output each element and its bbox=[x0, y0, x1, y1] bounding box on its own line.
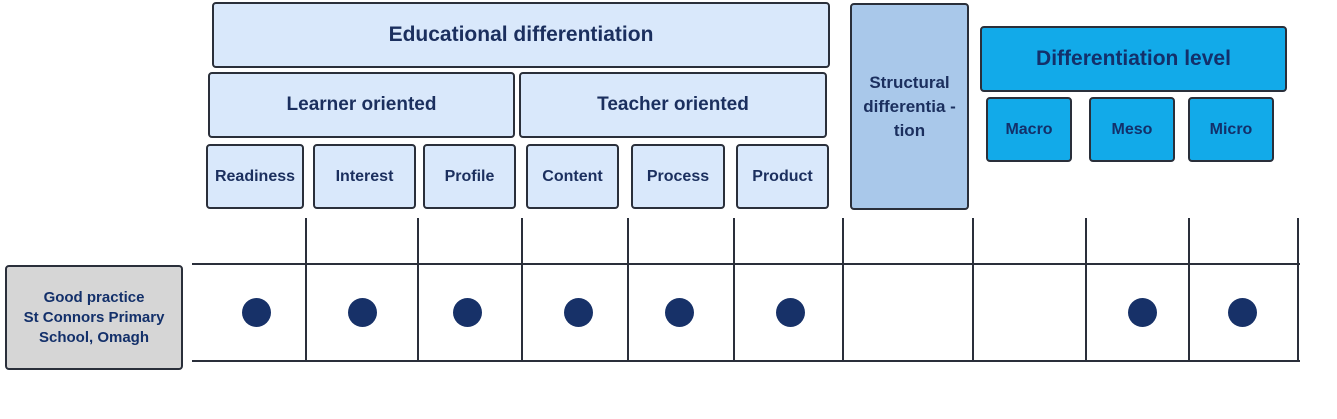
interest-label: Interest bbox=[335, 167, 394, 185]
grid-divider bbox=[1085, 218, 1087, 362]
differentiation-level-label: Differentiation level bbox=[1036, 47, 1231, 70]
good-practice-title: Good practice bbox=[43, 288, 145, 306]
column-readiness: Readiness bbox=[206, 144, 304, 209]
column-micro: Micro bbox=[1188, 97, 1274, 162]
educational-differentiation-label: Educational differentiation bbox=[388, 23, 654, 46]
column-product: Product bbox=[736, 144, 829, 209]
teacher-oriented-label: Teacher oriented bbox=[597, 94, 749, 115]
content-label: Content bbox=[542, 167, 603, 185]
dot-micro bbox=[1228, 298, 1257, 327]
grid-divider bbox=[972, 218, 974, 362]
school-name-line1: St Connors Primary bbox=[23, 308, 165, 326]
dot-interest bbox=[348, 298, 377, 327]
column-profile: Profile bbox=[423, 144, 516, 209]
dot-process bbox=[665, 298, 694, 327]
readiness-label: Readiness bbox=[214, 167, 296, 185]
differentiation-level-header: Differentiation level bbox=[980, 26, 1287, 92]
column-meso: Meso bbox=[1089, 97, 1175, 162]
good-practice-row-label: Good practice St Connors Primary School,… bbox=[5, 265, 183, 370]
grid-divider bbox=[417, 218, 419, 362]
column-macro: Macro bbox=[986, 97, 1072, 162]
macro-label: Macro bbox=[1005, 120, 1053, 138]
grid-divider bbox=[1297, 218, 1299, 362]
micro-label: Micro bbox=[1209, 120, 1253, 138]
dot-readiness bbox=[242, 298, 271, 327]
learner-oriented-header: Learner oriented bbox=[208, 72, 515, 138]
educational-differentiation-header: Educational differentiation bbox=[212, 2, 830, 68]
grid-bottom-line bbox=[192, 360, 1300, 362]
dot-meso bbox=[1128, 298, 1157, 327]
grid-divider bbox=[1188, 218, 1190, 362]
dot-content bbox=[564, 298, 593, 327]
learner-oriented-label: Learner oriented bbox=[286, 94, 437, 115]
grid-top-line bbox=[192, 263, 1300, 265]
product-label: Product bbox=[752, 167, 813, 185]
structural-differentiation-label: Structural differentia -tion bbox=[863, 72, 956, 140]
grid-divider bbox=[627, 218, 629, 362]
teacher-oriented-header: Teacher oriented bbox=[519, 72, 827, 138]
dot-product bbox=[776, 298, 805, 327]
structural-differentiation-header: Structural differentia -tion bbox=[850, 3, 969, 210]
grid-divider bbox=[733, 218, 735, 362]
column-content: Content bbox=[526, 144, 619, 209]
school-name-line2: School, Omagh bbox=[38, 328, 149, 346]
dot-profile bbox=[453, 298, 482, 327]
grid-divider bbox=[842, 218, 844, 362]
column-process: Process bbox=[631, 144, 725, 209]
grid-divider bbox=[521, 218, 523, 362]
process-label: Process bbox=[646, 167, 710, 185]
column-interest: Interest bbox=[313, 144, 416, 209]
meso-label: Meso bbox=[1111, 120, 1153, 138]
profile-label: Profile bbox=[444, 167, 495, 185]
grid-divider bbox=[305, 218, 307, 362]
